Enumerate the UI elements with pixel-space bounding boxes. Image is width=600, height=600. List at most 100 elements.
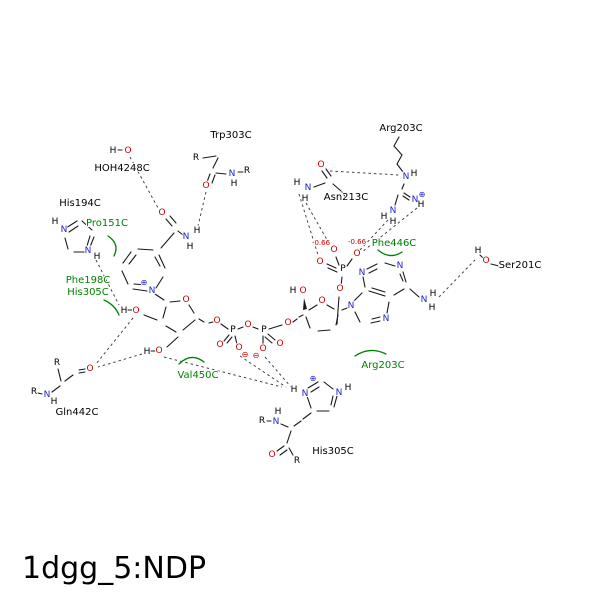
bond	[302, 412, 312, 420]
bond	[305, 316, 311, 329]
bond	[198, 318, 205, 323]
atom-label: H	[51, 397, 58, 407]
atom-label: O	[124, 146, 131, 156]
hydrogen-bond	[129, 156, 159, 209]
atom-label: R	[31, 387, 37, 397]
hydrophobic-residue-label: Phe446C	[372, 238, 417, 249]
atom-label: O	[132, 306, 139, 316]
bond	[393, 145, 403, 156]
atom-label: H	[345, 383, 352, 393]
atom-label: H	[194, 226, 201, 236]
bond	[323, 381, 334, 390]
bond	[64, 237, 69, 250]
atom-label: N	[61, 225, 68, 235]
atom-label: O	[235, 343, 242, 353]
bond	[57, 368, 62, 382]
atom-label: H	[475, 246, 482, 256]
atom-label: N	[149, 286, 156, 296]
bond	[402, 271, 407, 283]
atom-label: O	[244, 320, 251, 330]
bond	[188, 304, 195, 314]
atom-label: O	[316, 257, 323, 267]
bond	[65, 220, 78, 229]
hydrogen-bond	[163, 356, 283, 388]
bond	[399, 273, 404, 282]
bond	[335, 256, 340, 266]
bond	[403, 192, 411, 198]
hydrogen-bond	[438, 259, 476, 298]
phosphorus-label: P	[340, 264, 346, 274]
atom-label: O	[299, 286, 306, 296]
charge-symbol: ⊕	[419, 190, 426, 199]
hydrophobic-contact-arc	[103, 299, 120, 316]
charge-symbol: ⊖	[242, 350, 249, 359]
bond	[206, 173, 211, 183]
bond	[208, 321, 214, 324]
bond	[78, 368, 86, 371]
bond	[341, 307, 348, 311]
residue-label: Asn213C	[324, 192, 368, 203]
atom-label: H	[275, 407, 282, 417]
atom-label: O	[216, 340, 223, 350]
bond	[169, 300, 181, 303]
bond	[165, 325, 177, 333]
bond	[177, 230, 184, 236]
bond	[332, 183, 342, 192]
bond	[396, 163, 404, 173]
bond	[122, 251, 132, 264]
bond	[51, 385, 61, 393]
bond	[280, 423, 289, 428]
bond	[306, 395, 312, 409]
residue-label: His305C	[312, 446, 354, 457]
atom-label: H	[429, 303, 436, 313]
bond	[346, 258, 353, 267]
charge-symbol: ⊕	[310, 374, 317, 383]
residue-label: Trp303C	[209, 130, 251, 141]
bond	[237, 326, 244, 330]
bond	[154, 256, 161, 267]
atom-label: N	[302, 389, 309, 399]
atom-label: N	[44, 390, 51, 400]
bond	[155, 276, 164, 289]
phosphorus-label: P	[261, 325, 267, 335]
bond	[336, 296, 340, 325]
bond	[325, 168, 332, 177]
bond	[86, 235, 91, 247]
bond	[317, 329, 331, 332]
bond	[132, 288, 148, 292]
water-label: HOH4248C	[94, 163, 149, 174]
hydrogen-bond	[305, 202, 331, 246]
hydrophobic-residue-label: Arg203C	[361, 360, 404, 371]
bond	[354, 311, 361, 323]
bond	[326, 263, 337, 269]
bond	[226, 336, 233, 344]
atom-label: O	[317, 160, 324, 170]
bond	[234, 335, 238, 345]
atom-label: H	[418, 200, 425, 210]
atom-label: N	[359, 268, 366, 278]
bond	[394, 194, 399, 206]
hydrophobic-contact-arc	[178, 356, 205, 365]
partial-charge: -0.66	[312, 239, 331, 247]
bond	[166, 336, 179, 348]
bond	[293, 420, 302, 427]
charge-symbol: ⊕	[141, 278, 148, 287]
atom-label: H	[231, 179, 238, 189]
hydrophobic-contact-arc	[354, 349, 387, 357]
bond	[182, 319, 196, 331]
hydrogen-bond	[361, 207, 418, 253]
charge-symbol: ⊖	[253, 351, 260, 360]
bond	[401, 183, 405, 190]
atom-label: H	[187, 242, 194, 252]
bond	[362, 276, 366, 288]
atom-label: N	[273, 417, 280, 427]
bond	[330, 395, 334, 406]
bond	[371, 316, 381, 320]
bond	[386, 301, 390, 314]
atom-label: O	[276, 339, 283, 349]
atom-label: N	[348, 301, 355, 311]
bond	[252, 326, 259, 330]
atom-label: R	[244, 166, 250, 176]
bond	[264, 336, 273, 344]
hydrophobic-residue-label: Phe198C	[66, 275, 111, 286]
